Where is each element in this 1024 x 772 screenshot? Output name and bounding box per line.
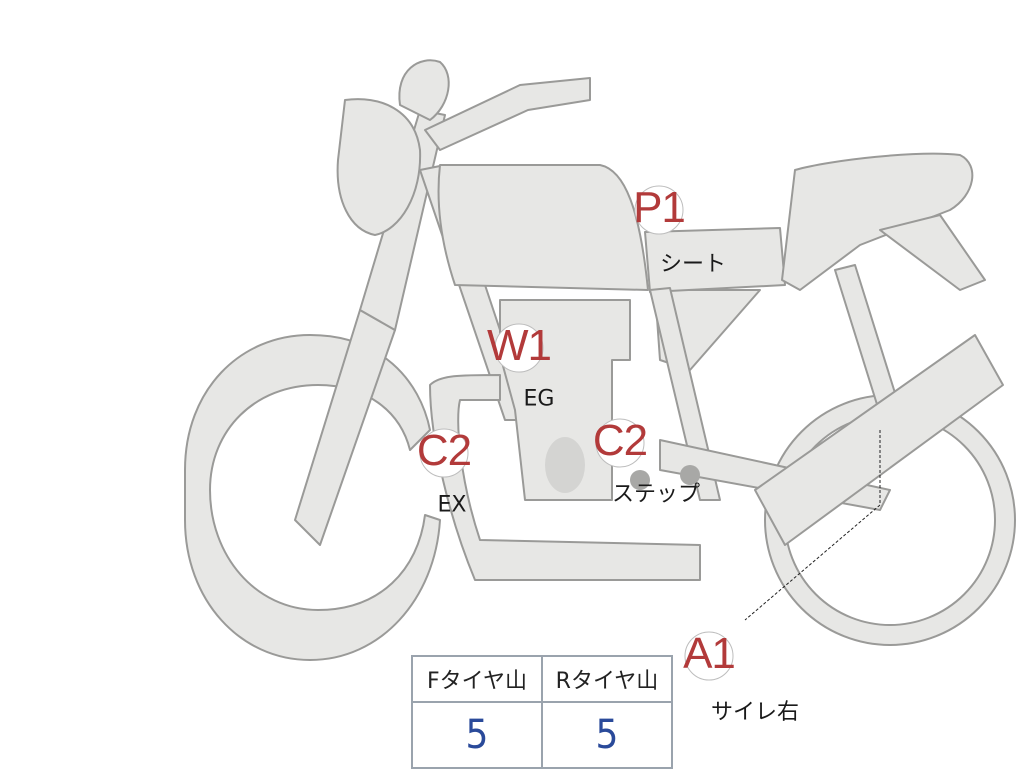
handlebar (424, 77, 591, 151)
tire-table-value-row: 5 5 (411, 701, 673, 769)
seat (781, 152, 974, 291)
fuel-tank (437, 164, 649, 291)
footpeg-right (680, 465, 700, 485)
marker-code-c2-step: C2 (592, 416, 648, 465)
marker-circle-w1 (494, 323, 544, 373)
front-tire-value: 5 (411, 701, 543, 769)
rear-cowl (879, 214, 986, 291)
marker-label-muffler-right: サイレ右 (710, 700, 800, 725)
marker-circle-c2-step (595, 418, 645, 468)
rear-tire-header: Rタイヤ山 (541, 655, 673, 703)
marker-code-w1: W1 (487, 321, 552, 370)
tire-tread-table: Fタイヤ山 Rタイヤ山 5 5 (411, 655, 673, 769)
footpeg-left (630, 470, 650, 490)
headlight (336, 98, 422, 236)
muffler (754, 334, 1004, 546)
marker-label-step: ステップ (611, 482, 701, 507)
marker-label-ex: EX (437, 492, 467, 518)
marker-code-a1: A1 (683, 629, 736, 678)
frame-rear (649, 287, 721, 501)
marker-circle-p1 (634, 185, 684, 235)
marker-code-c2-ex: C2 (416, 426, 472, 475)
marker-code-p1: P1 (633, 183, 686, 232)
engine-cover (545, 437, 585, 493)
marker-circle-a1 (684, 631, 734, 681)
front-tire-header: Fタイヤ山 (411, 655, 543, 703)
rear-tire-value: 5 (541, 701, 673, 769)
marker-label-eg: EG (523, 386, 555, 412)
marker-label-seat: シート (659, 252, 727, 277)
a1-leader-line (744, 430, 881, 621)
marker-circle-c2-ex (419, 428, 469, 478)
seat-frame (644, 227, 786, 293)
tire-table-header-row: Fタイヤ山 Rタイヤ山 (411, 655, 673, 703)
instrument (398, 59, 450, 121)
